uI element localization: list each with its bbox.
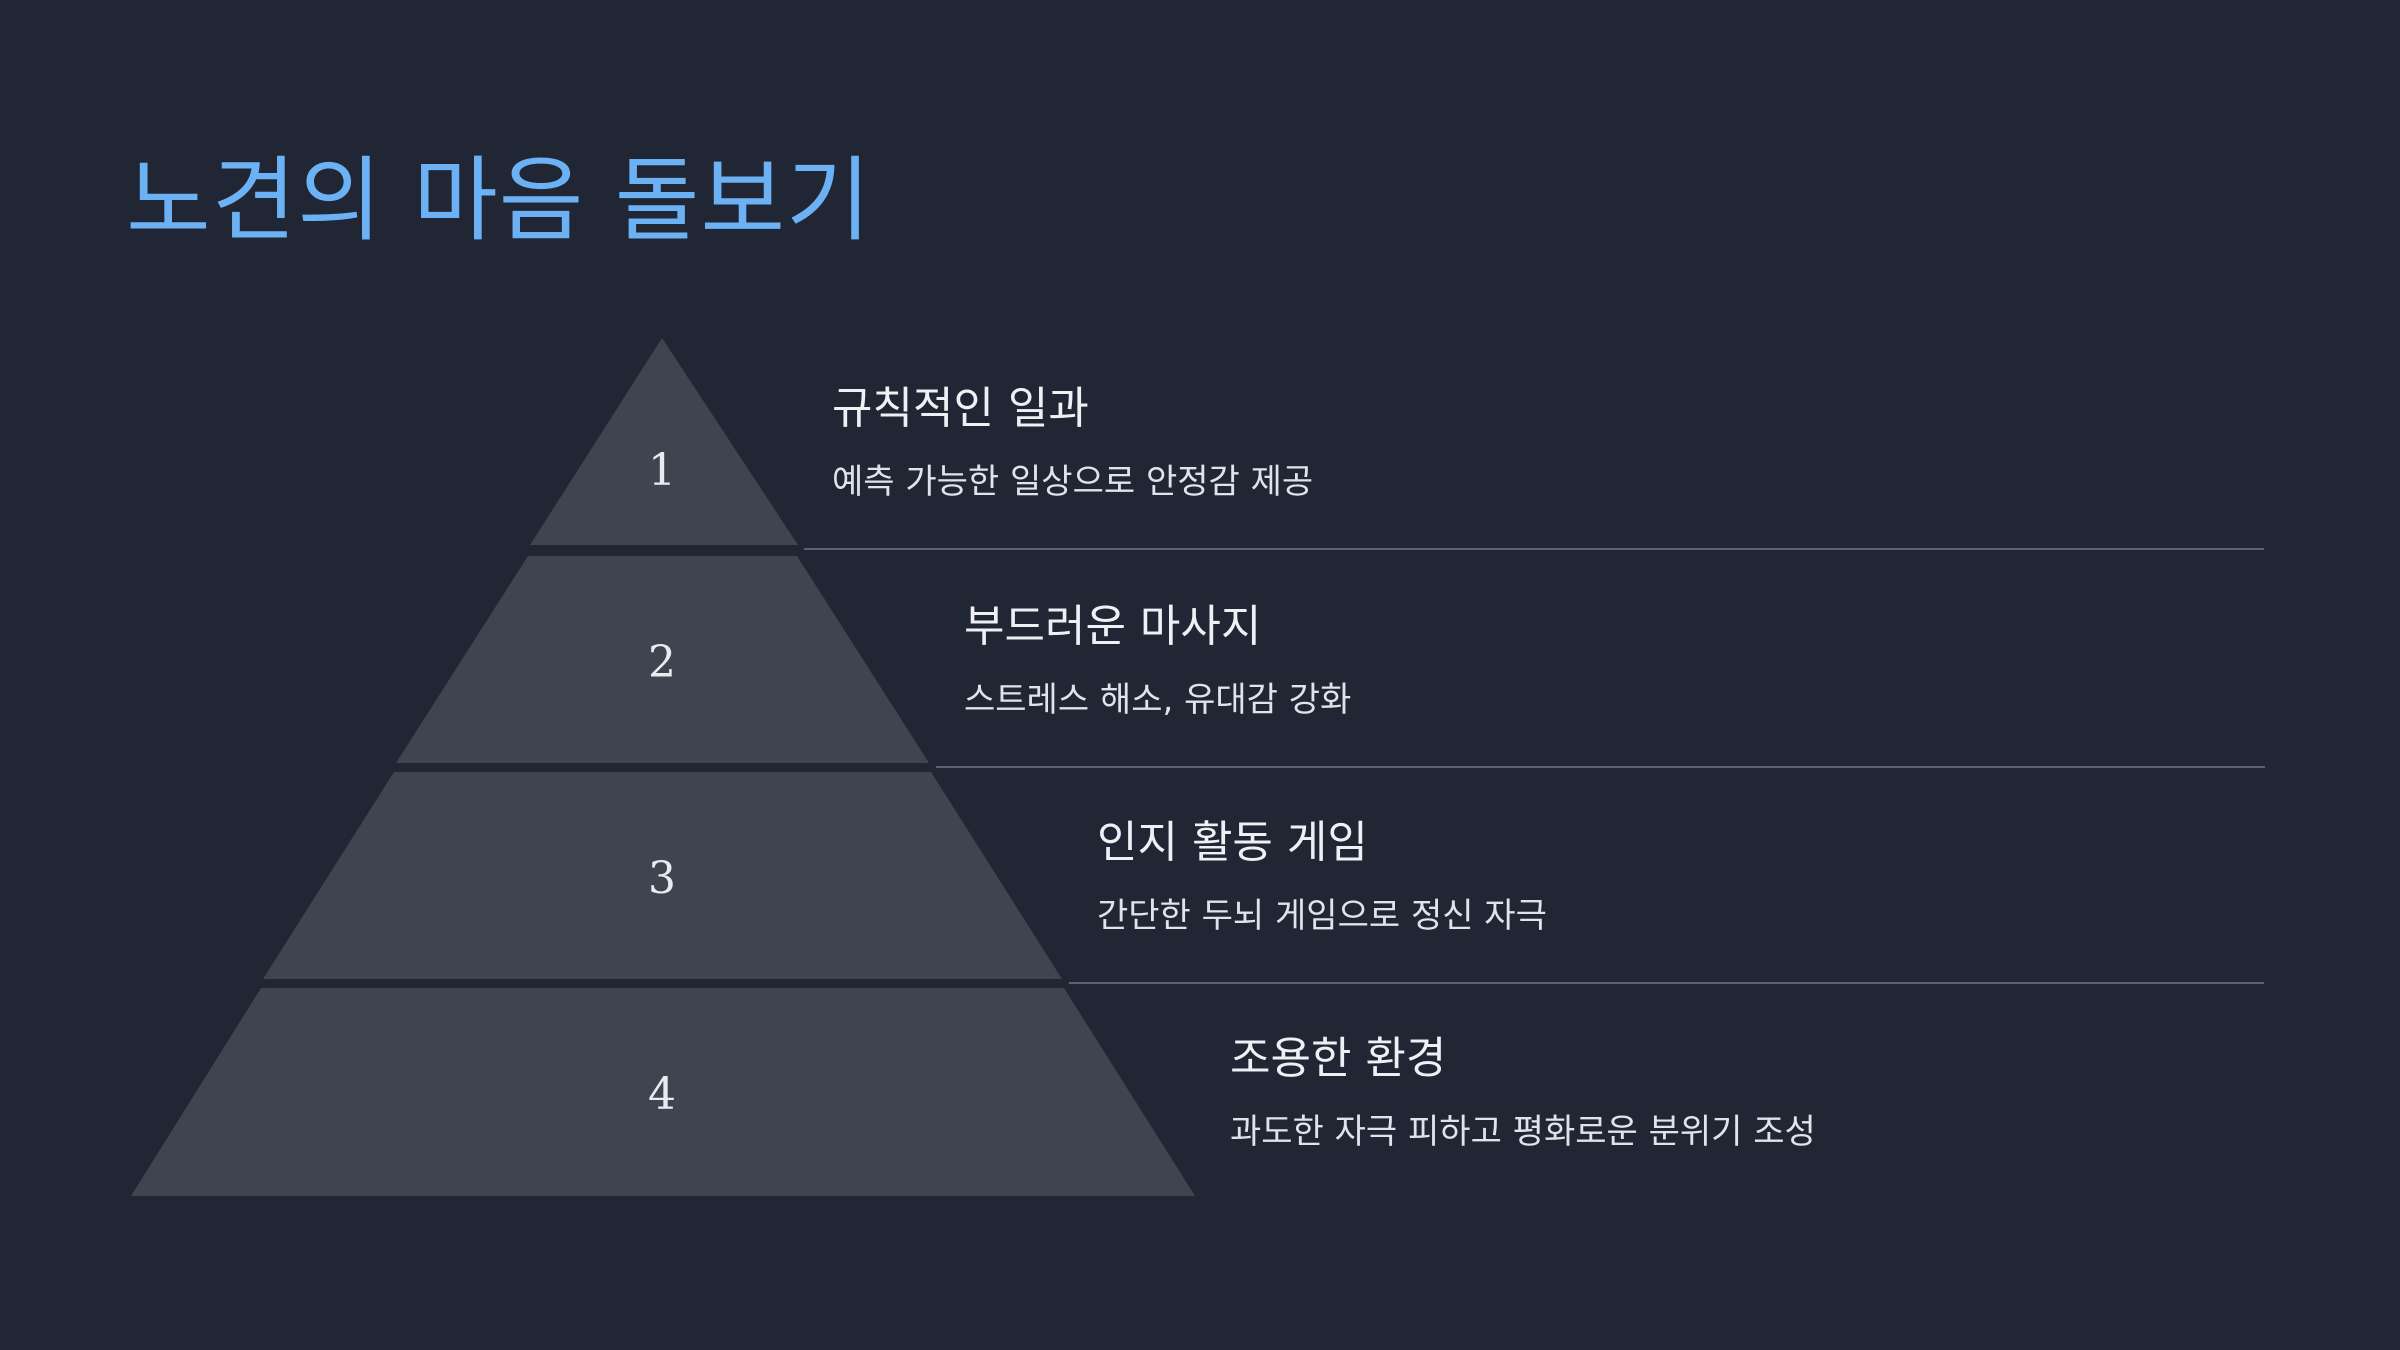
slide-title: 노견의 마음 돌보기: [126, 147, 872, 254]
tier-2-divider: [936, 766, 2265, 768]
tier-3-description: 간단한 두뇌 게임으로 정신 자극: [1097, 896, 1547, 936]
tier-3-heading: 인지 활동 게임: [1097, 817, 1368, 868]
tier-1-description: 예측 가능한 일상으로 안정감 제공: [832, 462, 1314, 502]
tier-number-2: 2: [648, 637, 676, 688]
tier-number-3: 3: [648, 853, 676, 904]
pyramid-tier-3: [263, 772, 1062, 979]
tier-number-1: 1: [648, 445, 676, 496]
tier-1-heading: 규칙적인 일과: [832, 383, 1089, 434]
tier-2-description: 스트레스 해소, 유대감 강화: [964, 680, 1352, 720]
tier-4-description: 과도한 자극 피하고 평화로운 분위기 조성: [1230, 1112, 1816, 1152]
pyramid-tier-2: [396, 556, 929, 763]
tier-2-heading: 부드러운 마사지: [964, 601, 1262, 652]
tier-4-heading: 조용한 환경: [1230, 1033, 1447, 1084]
pyramid-tier-1: [530, 338, 798, 545]
tier-1-divider: [804, 548, 2264, 550]
tier-number-4: 4: [648, 1069, 676, 1120]
pyramid-tier-4: [131, 988, 1195, 1196]
tier-3-divider: [1069, 982, 2264, 984]
